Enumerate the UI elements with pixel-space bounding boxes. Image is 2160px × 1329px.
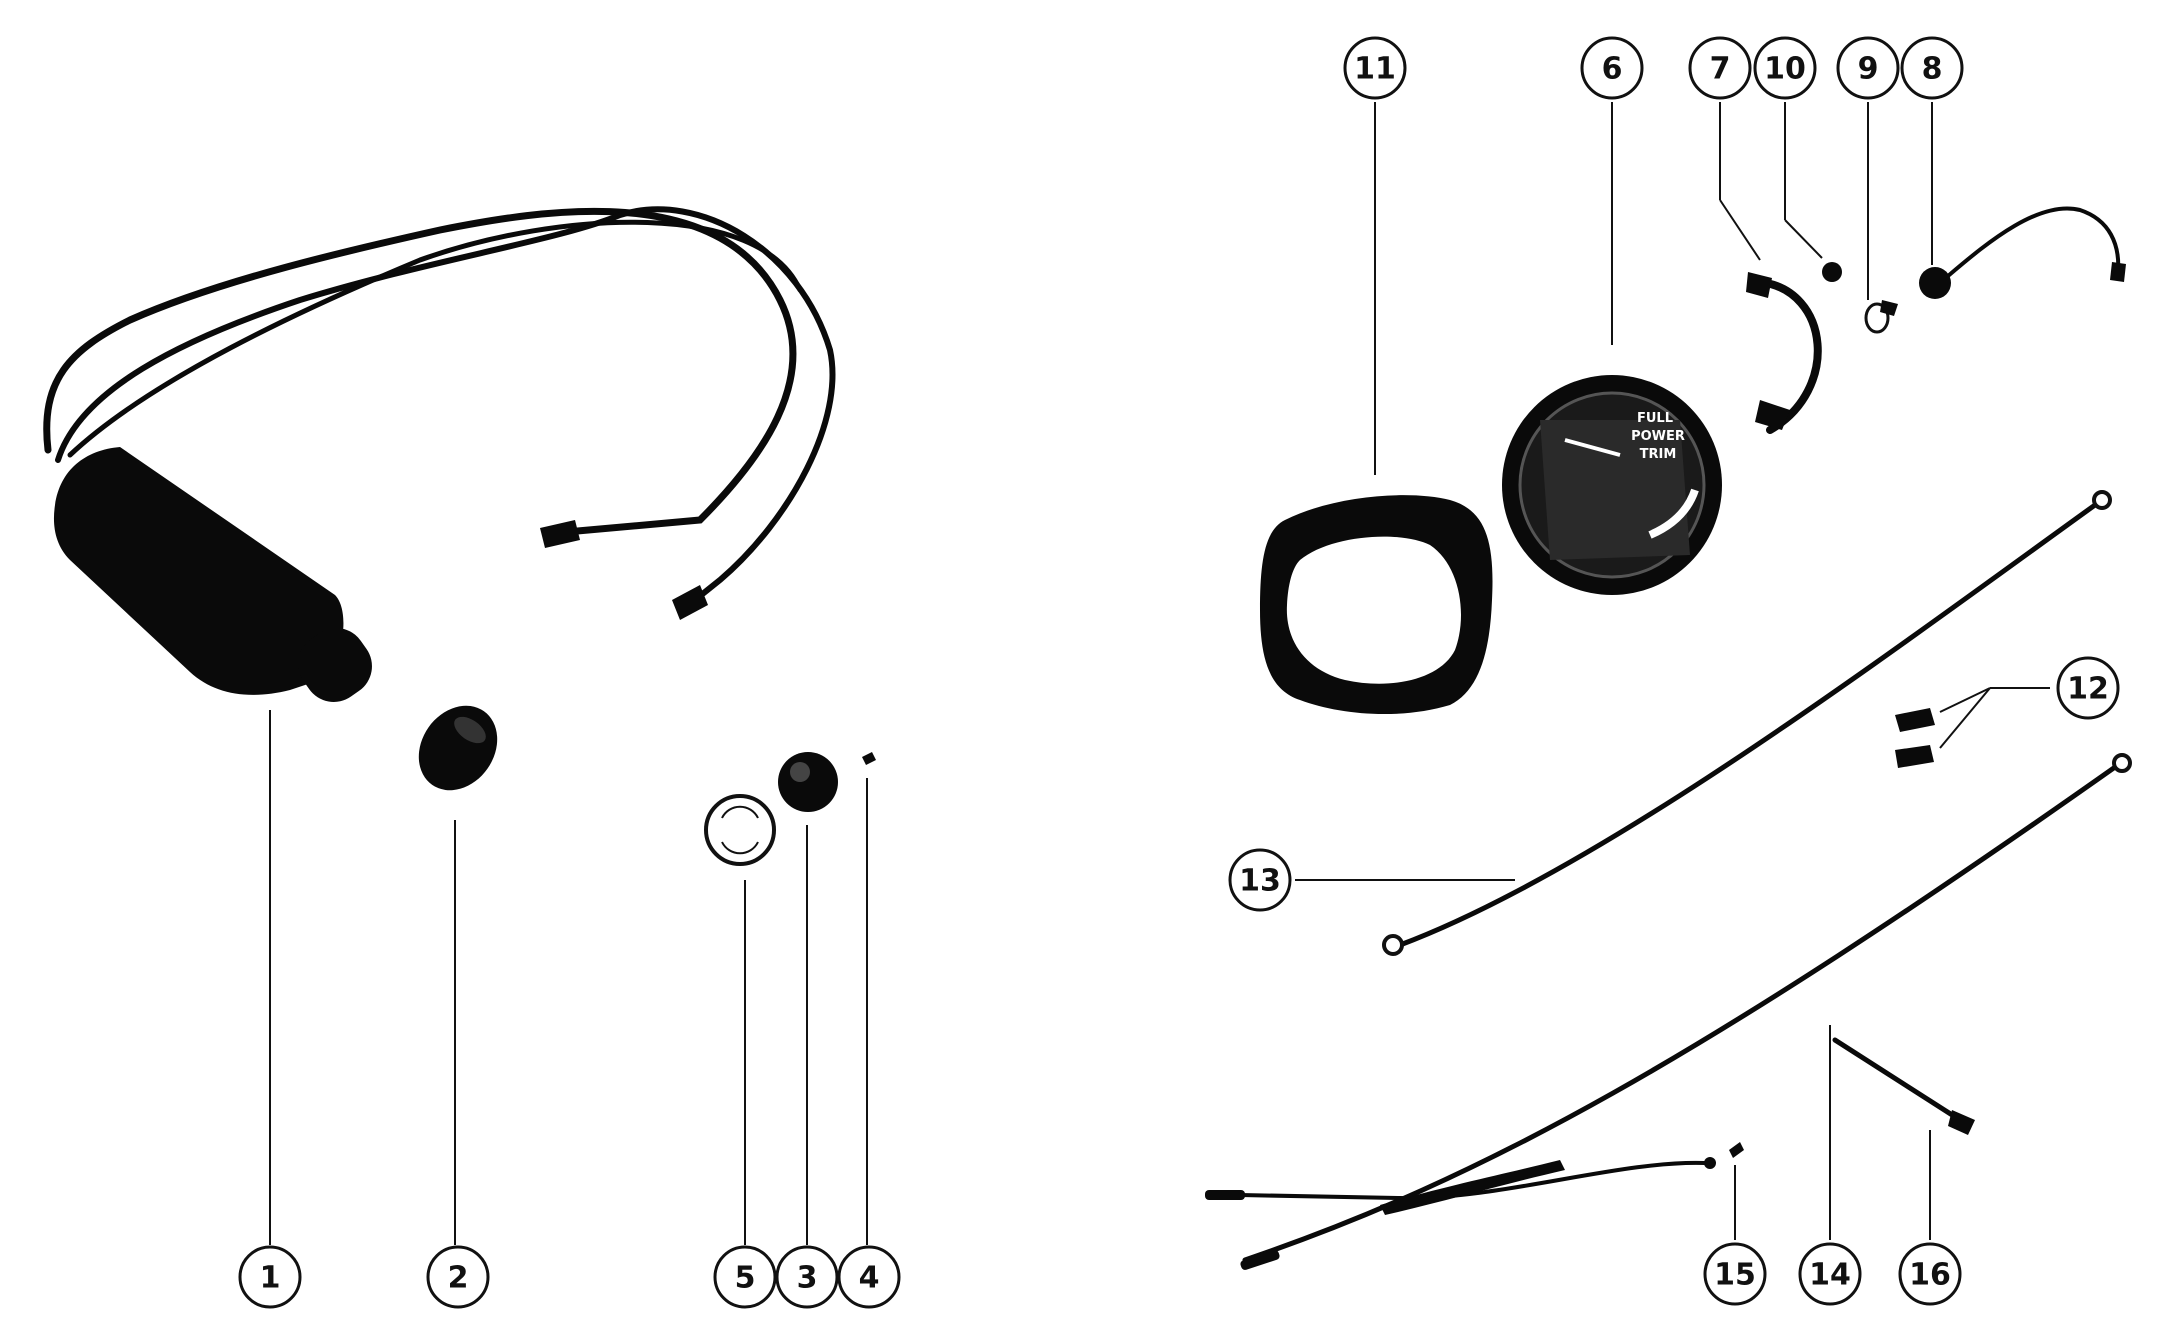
gauge-face-line-3: TRIM (1640, 447, 1677, 462)
part-cable-13 (1382, 490, 2112, 956)
callout-16-label: 16 (1909, 1258, 1951, 1293)
callout-3-label: 3 (797, 1261, 818, 1296)
callout-14-label: 14 (1809, 1258, 1851, 1293)
callout-10-label: 10 (1764, 52, 1806, 87)
part-trim-gauge: FULL POWER TRIM (1502, 375, 1722, 595)
sender-body (53, 447, 344, 695)
part-hex-nut (1822, 262, 1842, 282)
callout-13: 13 (1228, 848, 1292, 912)
callout-8: 8 (1900, 36, 1964, 100)
wire-terminal-b (672, 585, 708, 620)
callout-11-label: 11 (1354, 52, 1396, 87)
callout-6: 6 (1580, 36, 1644, 100)
callout-3: 3 (775, 1245, 839, 1309)
part-lamp-bulb (1864, 300, 1898, 334)
gauge-needle (1564, 438, 1621, 457)
part-harness-14 (1205, 753, 2132, 1270)
callout-13-label: 13 (1239, 864, 1281, 899)
part-bezel-ring (1260, 495, 1493, 715)
callout-4: 4 (837, 1245, 901, 1309)
sender-nose (298, 628, 372, 702)
callout-14: 14 (1798, 1242, 1862, 1306)
callout-15-label: 15 (1714, 1258, 1756, 1293)
part-terminal-16 (1832, 1037, 1975, 1135)
part-lamp-socket (1919, 206, 2126, 299)
part-rubber-plug (418, 705, 498, 791)
part-decals (1895, 708, 1935, 768)
callout-15: 15 (1703, 1242, 1767, 1306)
callout-2: 2 (426, 1245, 490, 1309)
callout-5: 5 (713, 1245, 777, 1309)
callout-9-label: 9 (1858, 52, 1879, 87)
wire-terminal-a (540, 520, 580, 548)
callout-12-label: 12 (2067, 672, 2109, 707)
part-mounting-bracket (1746, 272, 1822, 434)
part-small-screw (862, 752, 876, 765)
callout-5-label: 5 (735, 1261, 756, 1296)
gauge-face-line-1: FULL (1637, 411, 1673, 426)
gauge-face-line-2: POWER (1631, 429, 1685, 444)
callout-16: 16 (1898, 1242, 1962, 1306)
callout-1-label: 1 (260, 1261, 281, 1296)
callout-11: 11 (1343, 36, 1407, 100)
part-clear-washer (704, 794, 776, 866)
callout-7: 7 (1688, 36, 1752, 100)
part-pin-15 (1729, 1142, 1744, 1158)
leader-lines (269, 102, 2050, 1245)
callout-10: 10 (1753, 36, 1817, 100)
part-nut (778, 752, 838, 812)
callout-12: 12 (2056, 656, 2120, 720)
callout-2-label: 2 (448, 1261, 469, 1296)
callout-1: 1 (238, 1245, 302, 1309)
callout-7-label: 7 (1710, 52, 1731, 87)
gauge-scale-arc (1648, 488, 1699, 539)
callout-4-label: 4 (859, 1261, 880, 1296)
callout-6-label: 6 (1602, 52, 1623, 87)
part-sender-unit (43, 206, 836, 702)
callout-8-label: 8 (1922, 52, 1943, 87)
callout-9: 9 (1836, 36, 1900, 100)
